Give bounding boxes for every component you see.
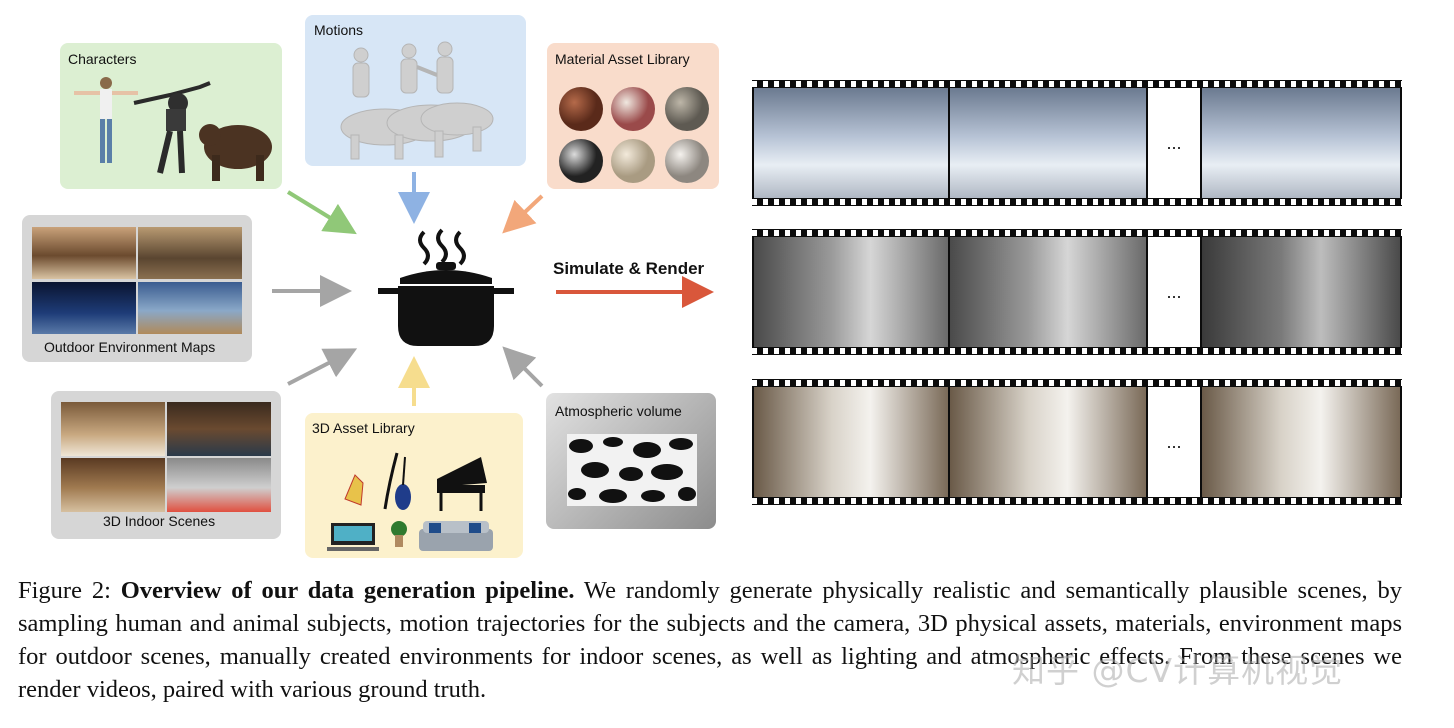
film-frame xyxy=(1202,237,1400,347)
outdoor-panel: Outdoor Environment Maps xyxy=(22,215,252,362)
watermark: 知乎 @CV计算机视觉 xyxy=(1012,651,1344,690)
indoor-scene-1 xyxy=(61,402,165,456)
motions-panel: Motions xyxy=(305,15,526,166)
film-ellipsis: ... xyxy=(1148,387,1200,497)
filmstrip-chef: ... xyxy=(752,379,1402,505)
arrow-indoor xyxy=(287,348,358,386)
film-frame xyxy=(950,88,1146,198)
material-spheres xyxy=(559,87,709,183)
filmstrip-snow: ... xyxy=(752,80,1402,206)
assets-panel: 3D Asset Library xyxy=(305,413,523,558)
film-frame xyxy=(1202,88,1400,198)
materials-label: Material Asset Library xyxy=(555,51,690,67)
film-frame xyxy=(754,237,948,347)
indoor-scene-4 xyxy=(167,458,271,512)
env-map-2 xyxy=(138,227,242,279)
film-frame xyxy=(950,387,1146,497)
indoor-panel: 3D Indoor Scenes xyxy=(51,391,281,539)
film-frame xyxy=(754,387,948,497)
cooking-pot-icon xyxy=(378,228,514,346)
arrow-materials xyxy=(502,194,544,234)
env-map-1 xyxy=(32,227,136,279)
atmospheric-label: Atmospheric volume xyxy=(555,403,682,419)
film-ellipsis: ... xyxy=(1148,88,1200,198)
input-arrows xyxy=(272,172,714,406)
characters-illustration xyxy=(74,77,272,181)
atmospheric-panel: Atmospheric volume xyxy=(546,393,716,529)
arrow-characters xyxy=(286,190,357,235)
assets-label: 3D Asset Library xyxy=(312,420,415,436)
outdoor-label: Outdoor Environment Maps xyxy=(44,339,216,355)
env-map-4 xyxy=(138,282,242,334)
volume-texture xyxy=(567,434,697,506)
film-frame xyxy=(754,88,948,198)
simulate-render-label: Simulate & Render xyxy=(553,259,705,278)
filmstrip-kitchen-smoke: ... xyxy=(752,229,1402,355)
caption-title: Overview of our data generation pipeline… xyxy=(120,577,575,604)
figure-label: Figure 2: xyxy=(18,577,111,604)
motions-label: Motions xyxy=(314,22,364,38)
film-frame xyxy=(1202,387,1400,497)
indoor-scene-3 xyxy=(61,458,165,512)
indoor-scene-2 xyxy=(167,402,271,456)
characters-panel: Characters xyxy=(60,43,282,189)
caption-body: We randomly generate physically realisti… xyxy=(18,577,1402,703)
motions-illustration xyxy=(340,41,494,160)
film-ellipsis: ... xyxy=(1148,237,1200,347)
asset-objects xyxy=(327,452,493,551)
arrow-atmospheric xyxy=(502,346,544,388)
env-map-3 xyxy=(32,282,136,334)
characters-label: Characters xyxy=(68,51,137,67)
figure-caption: Figure 2: Overview of our data generatio… xyxy=(18,574,1402,706)
film-frame xyxy=(950,237,1146,347)
materials-panel: Material Asset Library xyxy=(547,43,719,189)
indoor-label: 3D Indoor Scenes xyxy=(103,513,216,529)
